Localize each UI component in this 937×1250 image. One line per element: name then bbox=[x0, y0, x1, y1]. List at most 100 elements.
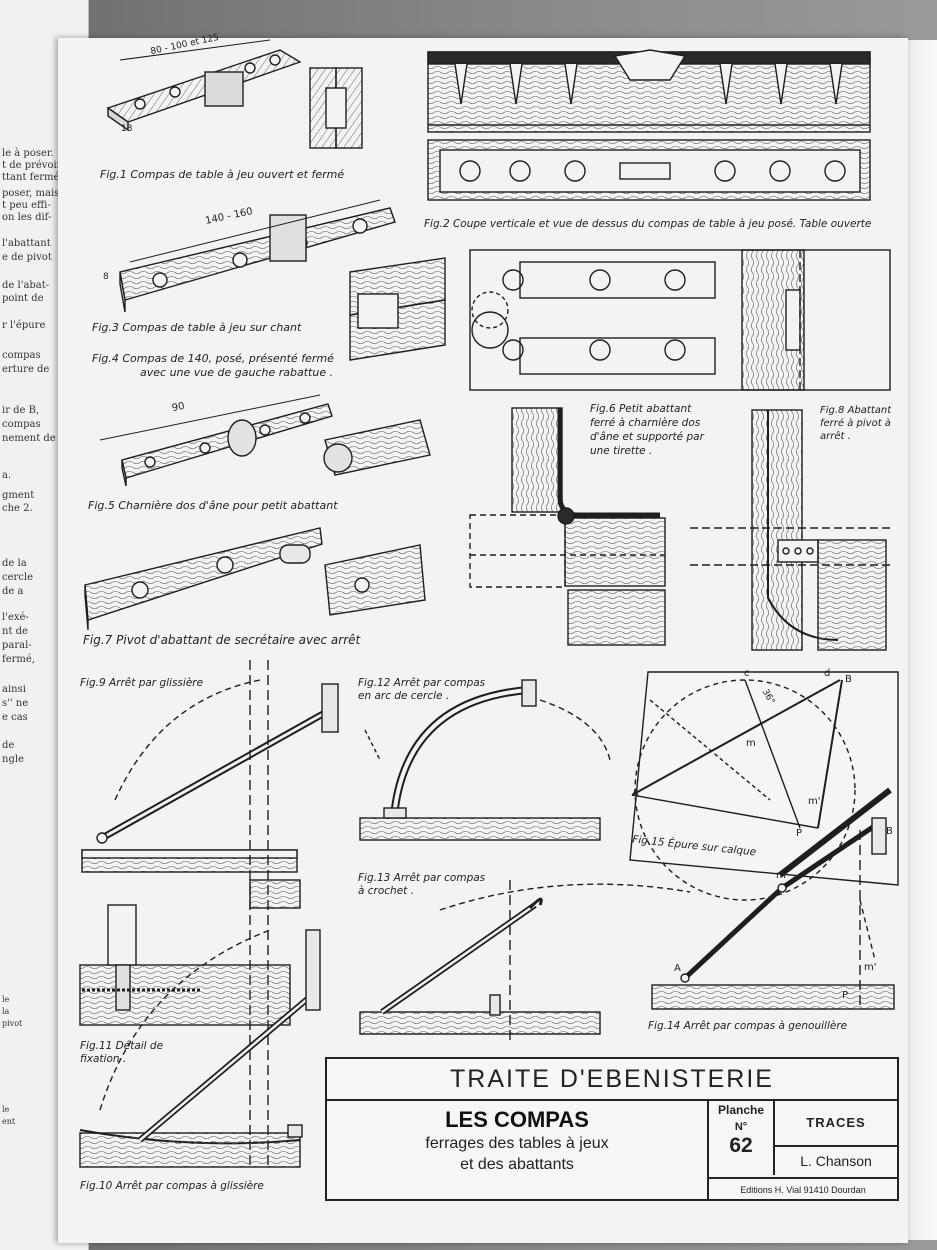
title-block-main: LES COMPAS ferrages des tables à jeux et… bbox=[327, 1101, 709, 1199]
fig12-caption-line1: Fig.12 Arrêt par compas bbox=[358, 677, 486, 689]
book-title: TRAITE D'EBENISTERIE bbox=[327, 1059, 897, 1101]
left-text-line: le bbox=[2, 995, 10, 1004]
fig6-drawing bbox=[469, 407, 666, 646]
fig13-caption-line1: Fig.13 Arrêt par compas bbox=[358, 872, 486, 884]
fig10-drawing bbox=[79, 929, 321, 1168]
fig12-drawing bbox=[359, 679, 611, 841]
left-text-line: on les dif- bbox=[2, 212, 52, 223]
fig15-label-d: d bbox=[824, 668, 831, 679]
left-text-line: ent bbox=[2, 1117, 16, 1126]
fig7-drawing bbox=[84, 527, 426, 631]
left-text-line: t peu effi- bbox=[2, 200, 51, 211]
fig4-caption: Fig.4 Compas de 140, posé, présenté ferm… bbox=[92, 352, 334, 365]
fig3-dimension-small: 8 bbox=[103, 272, 109, 282]
fig8-caption-line3: arrêt . bbox=[820, 431, 851, 442]
left-text-line: paral- bbox=[2, 640, 32, 651]
title-block: TRAITE D'EBENISTERIE LES COMPAS ferrages… bbox=[325, 1057, 899, 1201]
number-label: N° bbox=[734, 1121, 748, 1133]
left-text-line: pivot bbox=[2, 1019, 23, 1028]
fig3-drawing bbox=[119, 199, 446, 361]
left-text-line: nement de bbox=[2, 433, 56, 444]
plate-number: 62 bbox=[729, 1134, 753, 1157]
publisher-line: Editions H. Vial 91410 Dourdan bbox=[709, 1177, 897, 1201]
left-text-line: de a bbox=[2, 586, 24, 597]
fig14-drawing bbox=[651, 787, 895, 1010]
fig6-caption-line4: une tirette . bbox=[590, 445, 653, 457]
fig6-caption-line1: Fig.6 Petit abattant bbox=[590, 403, 692, 415]
left-text-line: compas bbox=[2, 350, 41, 361]
fig15-label-A: A bbox=[632, 788, 639, 799]
fig9-drawing bbox=[81, 660, 339, 1165]
section-label: TRACES bbox=[775, 1101, 897, 1147]
fig14-label-m-prime: m' bbox=[864, 962, 877, 973]
fig15-label-P: P bbox=[796, 828, 803, 839]
plate-subject: LES COMPAS bbox=[445, 1107, 589, 1132]
left-text-line: l'abattant bbox=[2, 238, 51, 249]
left-text-line: che 2. bbox=[2, 503, 33, 514]
fig6-caption-line2: ferré à charnière dos bbox=[590, 417, 701, 429]
fig12-caption-line2: en arc de cercle . bbox=[358, 690, 450, 702]
fig15-label-m-prime: m' bbox=[808, 796, 821, 807]
fig1-dimension-small: 13 bbox=[121, 124, 133, 134]
fig5-drawing bbox=[99, 394, 431, 487]
fig2-caption: Fig.2 Coupe verticale et vue de dessus d… bbox=[424, 218, 872, 230]
fig6-caption-line3: d'âne et supporté par bbox=[590, 431, 704, 443]
left-text-line: compas bbox=[2, 419, 41, 430]
left-text-line: le bbox=[2, 1105, 10, 1114]
left-text-line: l'exé- bbox=[2, 612, 29, 623]
fig14-label-B: B bbox=[886, 826, 893, 837]
fig10-caption: Fig.10 Arrêt par compas à glissière bbox=[80, 1180, 264, 1192]
left-text-line: gment bbox=[2, 490, 35, 501]
left-text-line: ainsi bbox=[2, 684, 26, 695]
left-text-line: e cas bbox=[2, 712, 28, 723]
left-text-line: a. bbox=[2, 470, 12, 481]
fig8-caption-line2: ferré à pivot à bbox=[820, 418, 891, 429]
fig14-label-m: m bbox=[776, 870, 786, 881]
fig5-caption: Fig.5 Charnière dos d'âne pour petit aba… bbox=[88, 499, 338, 512]
left-text-line: s'' ne bbox=[2, 698, 29, 709]
left-text-line: le à poser. bbox=[2, 148, 54, 159]
planche-label: Planche bbox=[717, 1103, 765, 1117]
fig14-label-P: P bbox=[842, 990, 849, 1001]
left-text-line: de bbox=[2, 740, 15, 751]
plate-subtitle-line2: et des abattants bbox=[460, 1156, 574, 1173]
fig11-caption-line1: Fig.11 Détail de bbox=[80, 1040, 164, 1052]
plate-subtitle-line1: ferrages des tables à jeux bbox=[425, 1135, 609, 1152]
fig11-caption-line2: fixation . bbox=[80, 1053, 127, 1065]
left-text-line: de la bbox=[2, 558, 27, 569]
left-text-line: ttant fermé. bbox=[2, 172, 63, 183]
left-text-line: erture de bbox=[2, 364, 50, 375]
left-text-line: t de prévoir bbox=[2, 160, 62, 171]
fig2-drawing bbox=[427, 49, 871, 201]
fig15-drawing bbox=[629, 671, 899, 901]
fig15-label-m: m bbox=[746, 738, 756, 749]
left-text-line: ngle bbox=[2, 754, 24, 765]
left-text-line: r l'épure bbox=[2, 320, 46, 331]
fig14-caption: Fig.14 Arrêt par compas à genouillère bbox=[648, 1020, 848, 1032]
fig4-plan-drawing bbox=[469, 249, 891, 391]
left-text-line: fermé, bbox=[2, 654, 35, 665]
left-text-line: la bbox=[2, 1007, 10, 1016]
left-text-line: cercle bbox=[2, 572, 34, 583]
fig3-caption: Fig.3 Compas de table à jeu sur chant bbox=[92, 321, 302, 334]
fig14-label-A: A bbox=[674, 963, 681, 974]
fig1-caption: Fig.1 Compas de table à jeu ouvert et fe… bbox=[100, 168, 345, 181]
fig11-drawing bbox=[79, 904, 291, 1026]
fig13-caption-line2: à crochet . bbox=[358, 885, 414, 897]
fig15-label-c: c bbox=[744, 668, 750, 679]
left-text-line: point de bbox=[2, 293, 44, 304]
left-text-line: de l'abat- bbox=[2, 280, 50, 291]
left-text-line: nt de bbox=[2, 626, 28, 637]
fig1-drawing bbox=[106, 39, 363, 149]
fig4-caption-line2: avec une vue de gauche rabattue . bbox=[140, 366, 334, 379]
left-text-line: e de pivot bbox=[2, 252, 52, 263]
planche-box: Planche N° 62 bbox=[709, 1101, 775, 1175]
fig15-label-B: B bbox=[845, 674, 852, 685]
fig7-caption: Fig.7 Pivot d'abattant de secrétaire ave… bbox=[83, 633, 361, 647]
fig8-caption-line1: Fig.8 Abattant bbox=[820, 405, 892, 416]
fig13-drawing bbox=[359, 880, 691, 1040]
fig8-drawing bbox=[690, 409, 890, 651]
left-text-line: poser, mais bbox=[2, 188, 60, 199]
author-name: L. Chanson bbox=[800, 1153, 872, 1169]
